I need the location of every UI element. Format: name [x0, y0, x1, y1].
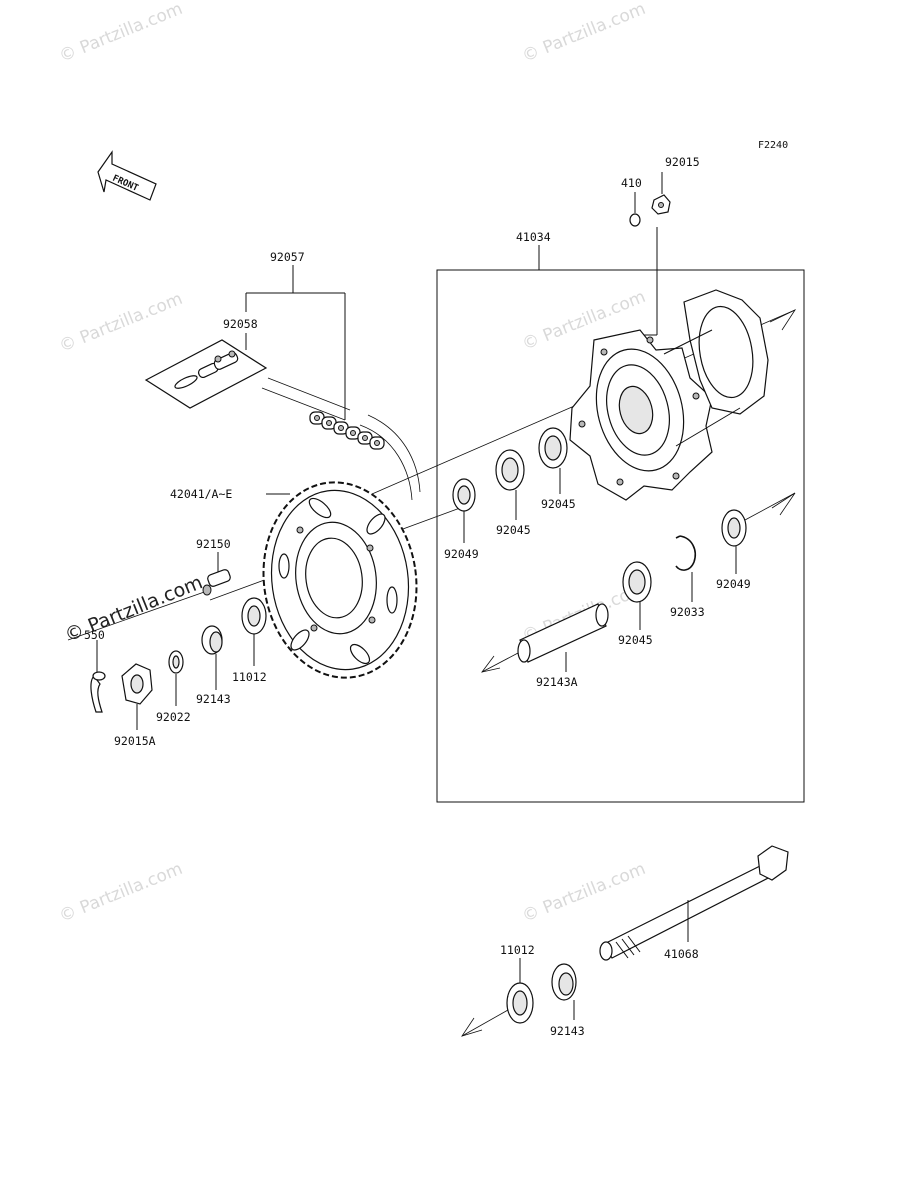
callout-92143[interactable]: 92143 — [196, 692, 231, 706]
watermark: © Partzilla.com — [56, 859, 185, 927]
callout-11012[interactable]: 11012 — [232, 670, 267, 684]
rear-sprocket — [262, 481, 418, 679]
callout-410[interactable]: 410 — [621, 176, 642, 190]
figure-id: F2240 — [758, 140, 788, 151]
callout-92015[interactable]: 92015 — [665, 155, 700, 169]
part-callouts: 410 92015 41034 92057 92058 42041/A~E 92… — [84, 155, 751, 1038]
watermark: © Partzilla.com — [56, 289, 185, 357]
callout-41034[interactable]: 41034 — [516, 230, 551, 244]
oil-seals — [452, 478, 796, 547]
front-arrow-icon: FRONT — [97, 150, 157, 201]
callout-92057[interactable]: 92057 — [270, 250, 305, 264]
sprocket-side-parts — [90, 569, 267, 713]
axle-collar-and-seal — [461, 963, 577, 1037]
wheel-bearings — [495, 427, 652, 603]
callout-92049[interactable]: 92049 — [444, 547, 479, 561]
circlip — [675, 535, 696, 571]
drive-chain — [261, 377, 421, 501]
callout-92058[interactable]: 92058 — [223, 317, 258, 331]
hub-assembly-box — [436, 245, 805, 803]
hub-bolt-and-nut — [629, 172, 671, 336]
callout-92033[interactable]: 92033 — [670, 605, 705, 619]
callout-92045[interactable]: 92045 — [618, 633, 653, 647]
callout-92045[interactable]: 92045 — [496, 523, 531, 537]
rear-wheel-hub — [569, 289, 769, 501]
leader-lines — [96, 468, 737, 1020]
callout-92150[interactable]: 92150 — [196, 537, 231, 551]
watermark: © Partzilla.com — [519, 859, 648, 927]
callout-550[interactable]: 550 — [84, 628, 105, 642]
hub-spacer-tube — [481, 603, 609, 673]
callout-92022[interactable]: 92022 — [156, 710, 191, 724]
master-link-kit — [144, 339, 268, 409]
callout-92015A[interactable]: 92015A — [114, 734, 156, 748]
callout-92049[interactable]: 92049 — [716, 577, 751, 591]
callout-92143A[interactable]: 92143A — [536, 675, 578, 689]
watermark: © Partzilla.com — [519, 0, 648, 67]
rear-axle — [599, 845, 789, 961]
callout-92143[interactable]: 92143 — [550, 1024, 585, 1038]
callout-42041[interactable]: 42041/A~E — [170, 487, 232, 501]
callout-11012[interactable]: 11012 — [500, 943, 535, 957]
chain-callout-bracket — [245, 265, 346, 420]
watermark: © Partzilla.com — [56, 0, 185, 67]
callout-92045[interactable]: 92045 — [541, 497, 576, 511]
callout-41068[interactable]: 41068 — [664, 947, 699, 961]
